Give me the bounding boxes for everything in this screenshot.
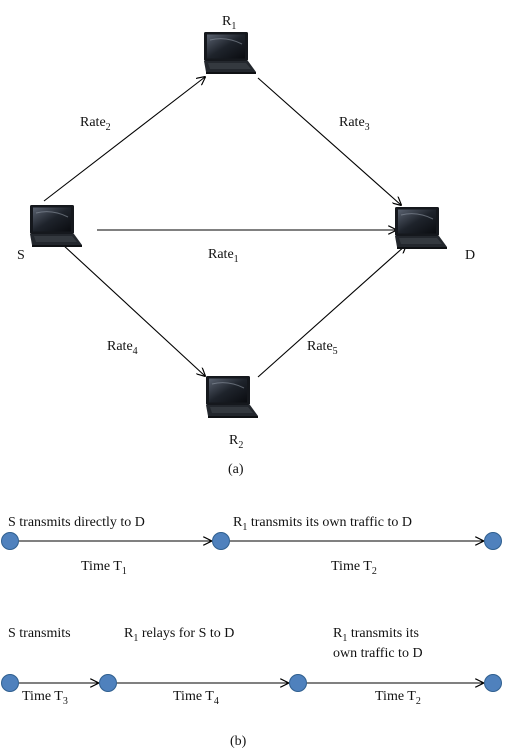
rate-label-3: Rate3 xyxy=(339,115,370,133)
scheme1-node-mid xyxy=(212,532,230,550)
link-r1-to-d xyxy=(257,77,401,205)
scheme2-node-4 xyxy=(484,674,502,692)
laptop-icon-s xyxy=(29,204,83,248)
network-diagram: R1 S D R2 Rate2 Rate3 Rate1 Rate4 Rate5 … xyxy=(17,14,475,477)
node-label-s: S xyxy=(17,248,25,263)
scheme1-time-1: Time T1 xyxy=(81,559,127,577)
link-r2-to-d xyxy=(257,245,406,378)
rate-label-2: Rate2 xyxy=(80,115,111,133)
scheme1-label-2: R1 transmits its own traffic to D xyxy=(233,515,412,533)
scheme2-label-3-line-1: R1 transmits its xyxy=(333,626,419,644)
scheme1-time-2: Time T2 xyxy=(331,559,377,577)
node-label-r2: R2 xyxy=(229,433,243,451)
scheme2-time-4: Time T4 xyxy=(173,689,219,707)
scheme1-node-start xyxy=(1,532,19,550)
node-label-r1: R1 xyxy=(222,14,236,32)
scheme2-time-2: Time T2 xyxy=(375,689,421,707)
node-label-d: D xyxy=(465,248,475,263)
link-s-to-r2 xyxy=(61,243,205,376)
caption-b: (b) xyxy=(230,734,247,749)
scheme2-label-3-line-2: own traffic to D xyxy=(333,646,423,661)
scheme2-label-1: S transmits xyxy=(8,626,71,641)
timeline-scheme-1: S transmits directly to D R1 transmits i… xyxy=(1,515,502,577)
timeline-scheme-2: S transmits R1 relays for S to D R1 tran… xyxy=(1,626,502,707)
laptop-icon-r2 xyxy=(205,375,259,419)
laptop-icon-d xyxy=(394,206,448,250)
rate-label-1: Rate1 xyxy=(208,247,239,265)
rate-label-4: Rate4 xyxy=(107,339,138,357)
scheme2-node-2 xyxy=(99,674,117,692)
rate-label-5: Rate5 xyxy=(307,339,338,357)
scheme2-node-1 xyxy=(1,674,19,692)
laptop-icon-r1 xyxy=(203,31,257,75)
link-s-to-r1 xyxy=(43,77,205,202)
caption-a: (a) xyxy=(228,462,244,477)
scheme2-node-3 xyxy=(289,674,307,692)
scheme1-label-1: S transmits directly to D xyxy=(8,515,145,530)
scheme2-label-2: R1 relays for S to D xyxy=(124,626,234,644)
scheme1-node-end xyxy=(484,532,502,550)
scheme2-time-3: Time T3 xyxy=(22,689,68,707)
